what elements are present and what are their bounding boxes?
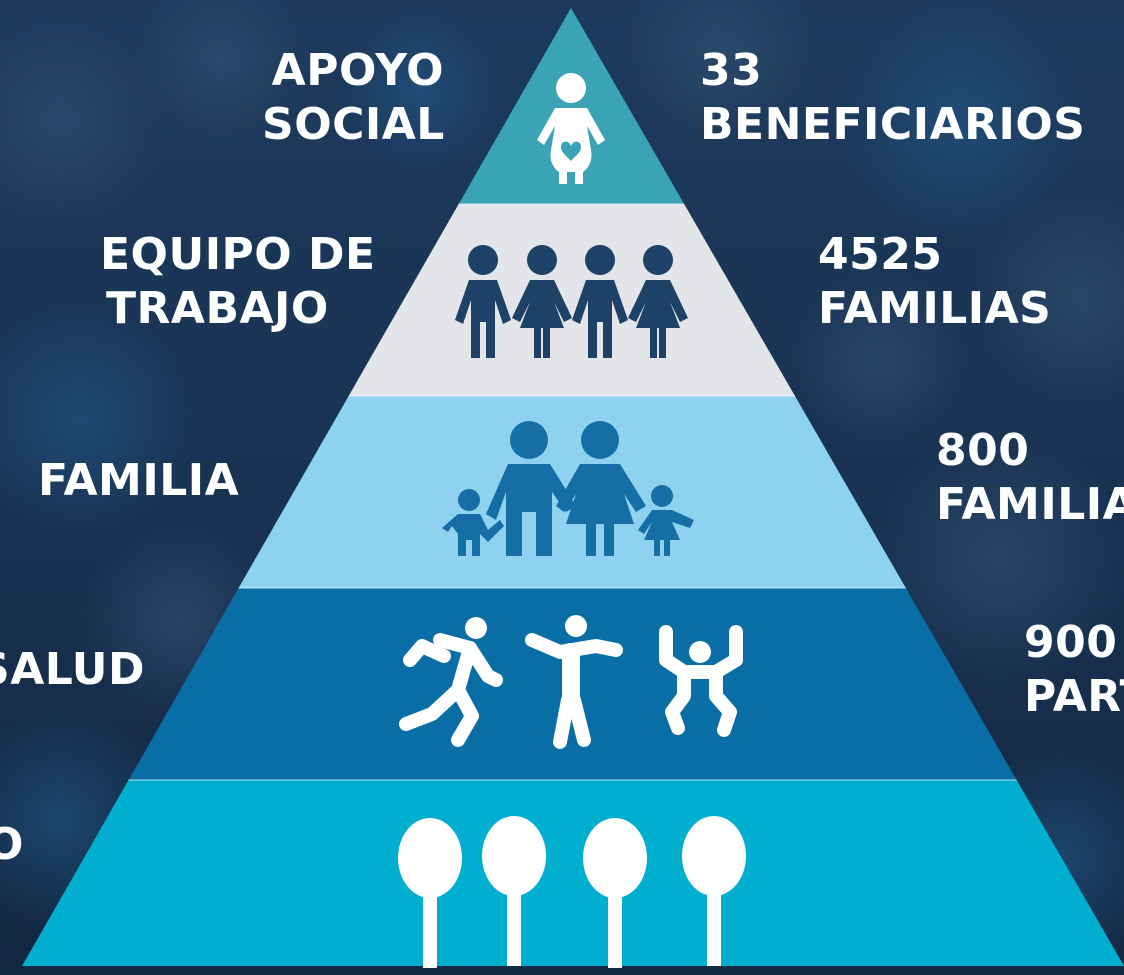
tier-1-right-unit: BENEFICIARIOS	[700, 99, 1086, 150]
exercise-people-icon	[399, 615, 743, 749]
tier-3-right-value: 800	[936, 425, 1030, 476]
tier-5-left-label: O	[0, 818, 24, 872]
tier-5-left-line-1: O	[0, 819, 24, 870]
tier-4-right-unit: PART	[1024, 671, 1124, 722]
tier-1-right-value: 33	[700, 45, 763, 96]
tier-1-left-line-1: APOYO	[271, 45, 444, 96]
tier-3-right-label: 800 FAMILIA	[936, 424, 1124, 532]
tier-2-left-line-1: EQUIPO DE	[100, 229, 376, 280]
tier-2-right-label: 4525 FAMILIAS	[818, 228, 1051, 336]
tier-2-right-value: 4525	[818, 229, 943, 280]
tier-1-left-line-2: SOCIAL	[262, 99, 445, 150]
tier-3-left-label: FAMILIA	[38, 454, 239, 508]
tier-3-left-line-1: FAMILIA	[38, 455, 240, 506]
tier-2-left-label: EQUIPO DE TRABAJO	[100, 228, 376, 336]
tier-1-left-label: APOYO SOCIAL	[262, 44, 444, 152]
pregnant-woman-icon	[537, 73, 605, 184]
tier-2-right-unit: FAMILIAS	[818, 283, 1052, 334]
family-icon	[442, 421, 694, 556]
tier-1-right-label: 33 BENEFICIARIOS	[700, 44, 1085, 152]
tier-4-right-label: 900 PART	[1024, 616, 1124, 724]
tier-4-right-value: 900	[1024, 617, 1118, 668]
tier-2-left-line-2: TRABAJO	[106, 283, 329, 334]
tier-4-left-line-1: SALUD	[0, 644, 145, 695]
tier-5-band	[22, 780, 1124, 966]
tier-3-right-unit: FAMILIA	[936, 479, 1124, 530]
tier-4-left-label: SALUD	[0, 643, 145, 697]
